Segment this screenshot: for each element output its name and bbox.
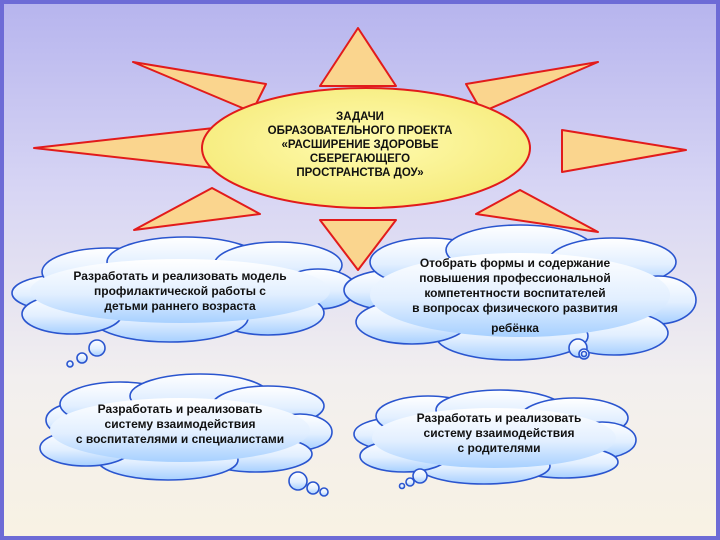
sun [201,87,531,209]
sun-ray [319,219,397,271]
sun-ray [33,127,215,169]
sun-ray [133,187,261,231]
cloud-text-line: повышения профессиональной [419,271,611,285]
sun-title-line: «РАСШИРЕНИЕ ЗДОРОВЬЕ [281,139,439,151]
cloud-text-line: Разработать и реализовать [416,411,582,425]
cloud-text-line: с воспитателями и специалистами [75,432,285,446]
cloud-text-line: профилактической работы с [94,284,266,298]
cloud-2-bubbles [568,338,590,360]
cloud-1-text: Разработать и реализовать модель профила… [45,269,315,314]
sun-ray [475,189,599,233]
sun-ray [319,27,397,87]
sun-title: ЗАДАЧИ ОБРАЗОВАТЕЛЬНОГО ПРОЕКТА «РАСШИРЕ… [240,110,480,180]
sun-title-line: ПРОСТРАНСТВА ДОУ» [296,167,424,179]
cloud-text-line: компетентности воспитателей [424,286,606,300]
sun-title-line: СБЕРЕГАЮЩЕГО [309,153,411,165]
sun-title-line: ОБРАЗОВАТЕЛЬНОГО ПРОЕКТА [267,125,453,137]
cloud-text-line: с родителями [457,441,541,455]
cloud-3-bubbles [288,471,329,497]
cloud-4-bubbles [398,468,428,490]
sun-ray [561,129,687,173]
sun-title-line: ЗАДАЧИ [336,111,384,123]
cloud-text-line: Разработать и реализовать [97,402,263,416]
cloud-text-line: ребёнка [491,321,539,335]
sun-ray [132,61,267,113]
cloud-1-bubbles [66,339,106,368]
cloud-text-line: Отобрать формы и содержание [419,256,611,270]
cloud-text-line: детьми раннего возраста [104,299,256,313]
cloud-text-line: в вопросах физического развития [412,301,618,315]
cloud-4-text: Разработать и реализовать систему взаимо… [384,411,614,456]
sun-rays [33,27,687,271]
sun-ray [465,61,599,113]
cloud-text-line: систему взаимодействия [104,417,256,431]
cloud-text-line: Разработать и реализовать модель [73,269,287,283]
cloud-2-text: Отобрать формы и содержание повышения пр… [380,256,650,336]
cloud-3-text: Разработать и реализовать систему взаимо… [45,402,315,447]
cloud-text-line: систему взаимодействия [423,426,575,440]
